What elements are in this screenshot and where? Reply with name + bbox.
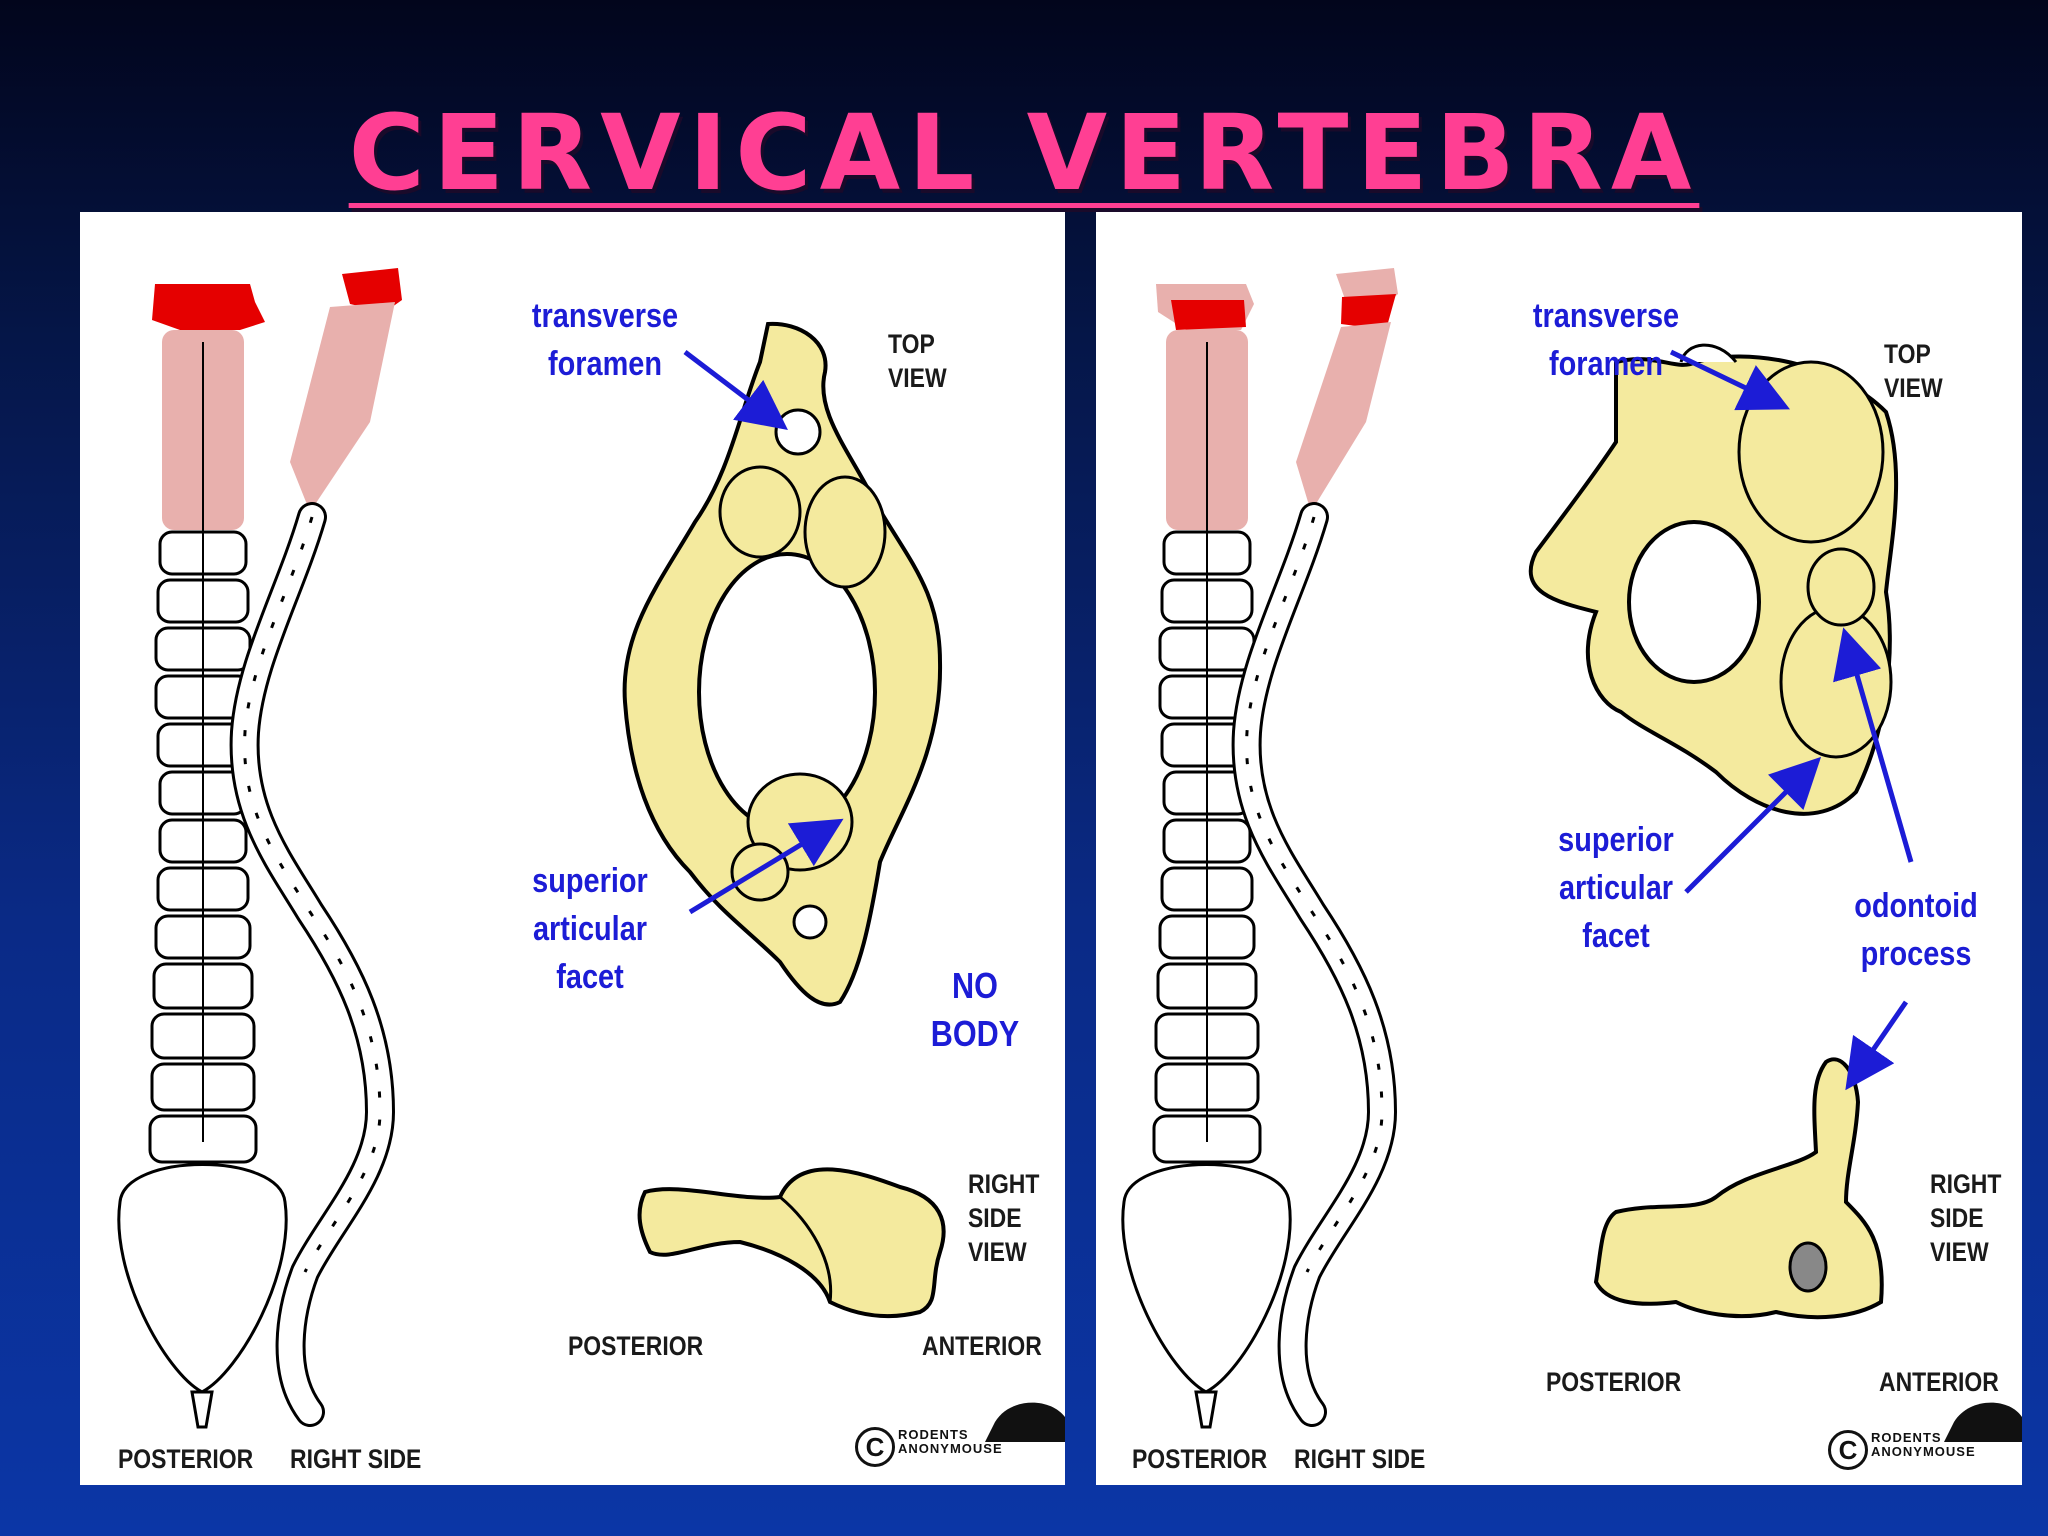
credit-text: RODENTS ANONYMOUSE [898, 1427, 1003, 1456]
side-spine-drawing [1231, 268, 1398, 1427]
right-side-view-label: RIGHT SIDE VIEW [1930, 1169, 2002, 1267]
right-side-view-label: RIGHT SIDE VIEW [968, 1169, 1040, 1267]
axis-illustration [1121, 268, 2022, 1442]
superior-articular-facet-label: superior articular facet [1558, 821, 1674, 955]
transverse-foramen-label: transverse foramen [531, 297, 679, 383]
spine-right-side-label: RIGHT SIDE [1294, 1444, 1426, 1474]
mouse-logo-icon [985, 1402, 1065, 1442]
transverse-foramen-label: transverse foramen [1532, 297, 1680, 383]
no-body-label: NO BODY [930, 965, 1020, 1054]
spine-posterior-label: POSTERIOR [1132, 1444, 1268, 1474]
anterior-label: ANTERIOR [1879, 1367, 1999, 1397]
odontoid-arrow-side [1845, 1000, 1909, 1091]
anterior-label: ANTERIOR [922, 1331, 1042, 1361]
odontoid-process-label: odontoid process [1854, 887, 1978, 973]
copyright-icon: C [1828, 1430, 1868, 1470]
slide-title: CERVICAL VERTEBRA [348, 92, 1700, 214]
spine-posterior-label: POSTERIOR [118, 1444, 254, 1474]
posterior-label: POSTERIOR [1546, 1367, 1682, 1397]
posterior-spine-drawing [117, 284, 288, 1429]
atlas-diagram-panel: transverse foramen superior articular fa… [80, 212, 1065, 1485]
odontoid-arrow-top [1833, 627, 1914, 863]
axis-top-view-drawing [1528, 343, 1899, 816]
superior-articular-facet-label: superior articular facet [532, 862, 648, 996]
transverse-foramen-arrow [1669, 349, 1791, 411]
side-spine-drawing [229, 268, 402, 1427]
atlas-side-view-drawing [637, 1167, 946, 1319]
atlas-illustration [117, 268, 1065, 1442]
mouse-logo-icon [1944, 1402, 2022, 1442]
spine-right-side-label: RIGHT SIDE [290, 1444, 422, 1474]
posterior-label: POSTERIOR [568, 1331, 704, 1361]
top-view-label: TOP VIEW [1884, 339, 1943, 403]
copyright-icon: C [855, 1427, 895, 1467]
axis-diagram-panel: transverse foramen TOP VIEW superior art… [1096, 212, 2022, 1485]
atlas-top-view-drawing [622, 321, 943, 1007]
top-view-label: TOP VIEW [888, 329, 947, 393]
superior-facet-arrow [1684, 756, 1822, 894]
credit-text: RODENTS ANONYMOUSE [1871, 1430, 1976, 1459]
transverse-foramen-arrow [683, 350, 788, 431]
axis-side-view-drawing [1593, 1057, 1884, 1320]
superior-facet-arrow [688, 818, 844, 915]
posterior-spine-drawing [1121, 284, 1292, 1429]
